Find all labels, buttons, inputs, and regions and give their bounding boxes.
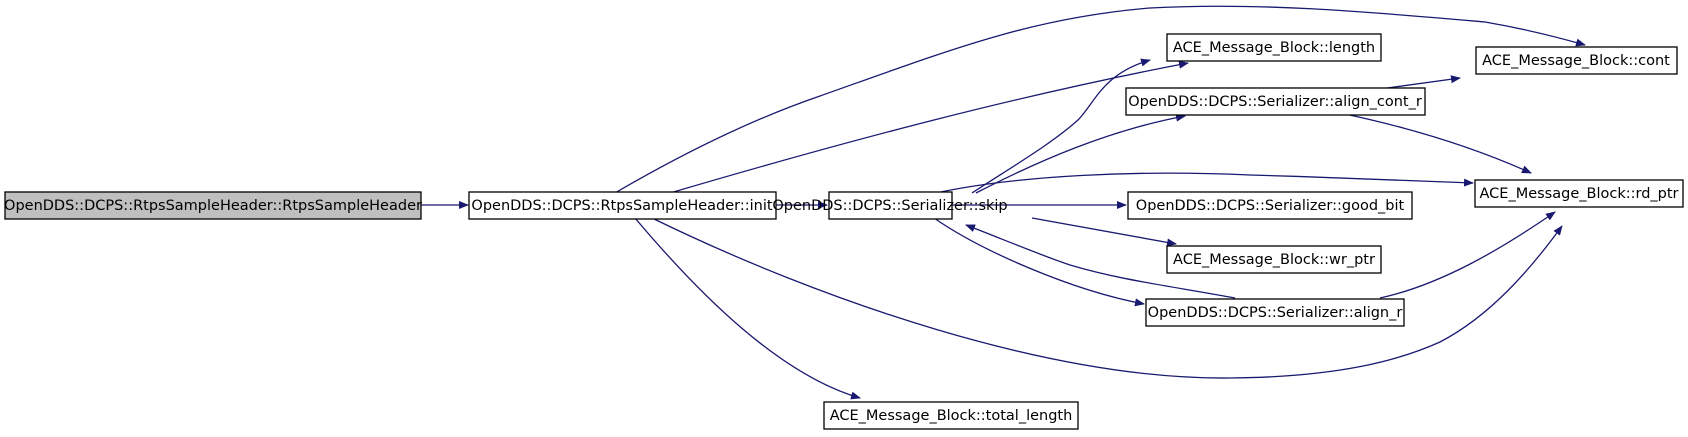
- node-skip-box[interactable]: [828, 191, 953, 220]
- node-root-box: [4, 191, 422, 220]
- node-align-r[interactable]: OpenDDS::DCPS::Serializer::align_r: [1145, 298, 1405, 327]
- edge-align-r-skip: [965, 224, 1236, 299]
- node-root: OpenDDS::DCPS::RtpsSampleHeader::RtpsSam…: [4, 191, 422, 220]
- edge-init-rd-ptr: [651, 217, 1563, 379]
- node-good-bit[interactable]: OpenDDS::DCPS::Serializer::good_bit: [1127, 191, 1413, 220]
- node-wr-ptr-label[interactable]: ACE_Message_Block::wr_ptr: [1173, 252, 1375, 268]
- node-align-cont-r[interactable]: OpenDDS::DCPS::Serializer::align_cont_r: [1125, 87, 1426, 116]
- node-init-label[interactable]: OpenDDS::DCPS::RtpsSampleHeader::init: [471, 198, 772, 214]
- node-total-length-box[interactable]: [823, 401, 1079, 430]
- node-rd-ptr-box[interactable]: [1474, 179, 1684, 208]
- node-rd-ptr[interactable]: ACE_Message_Block::rd_ptr: [1474, 179, 1684, 208]
- node-skip[interactable]: OpenDDS::DCPS::Serializer::skip: [772, 191, 1008, 220]
- node-length[interactable]: ACE_Message_Block::length: [1166, 33, 1382, 62]
- edge-align-cont-r-cont: [1379, 75, 1461, 90]
- node-skip-label[interactable]: OpenDDS::DCPS::Serializer::skip: [772, 198, 1007, 214]
- edge-init-total-length: [634, 217, 861, 400]
- node-align-cont-r-box[interactable]: [1125, 87, 1426, 116]
- node-cont-label[interactable]: ACE_Message_Block::cont: [1482, 53, 1670, 69]
- edge-align-cont-r-rd-ptr: [1344, 113, 1532, 174]
- edge-skip-length: [971, 58, 1151, 194]
- edge-skip-wr-ptr: [1031, 217, 1177, 247]
- node-wr-ptr-box[interactable]: [1166, 245, 1382, 274]
- node-align-cont-r-label[interactable]: OpenDDS::DCPS::Serializer::align_cont_r: [1128, 94, 1422, 110]
- node-cont[interactable]: ACE_Message_Block::cont: [1475, 46, 1678, 75]
- node-align-r-box[interactable]: [1145, 298, 1405, 327]
- node-root-label: OpenDDS::DCPS::RtpsSampleHeader::RtpsSam…: [4, 198, 422, 214]
- node-good-bit-label[interactable]: OpenDDS::DCPS::Serializer::good_bit: [1136, 198, 1405, 214]
- edge-init-length: [669, 60, 1189, 194]
- node-rd-ptr-label[interactable]: ACE_Message_Block::rd_ptr: [1480, 186, 1679, 202]
- edge-skip-align-r: [933, 217, 1145, 307]
- node-wr-ptr[interactable]: ACE_Message_Block::wr_ptr: [1166, 245, 1382, 274]
- node-total-length-label[interactable]: ACE_Message_Block::total_length: [830, 408, 1073, 424]
- node-length-box[interactable]: [1166, 33, 1382, 62]
- node-length-label[interactable]: ACE_Message_Block::length: [1173, 40, 1375, 56]
- node-init[interactable]: OpenDDS::DCPS::RtpsSampleHeader::init: [468, 191, 777, 220]
- edge-skip-align-cont-r: [975, 113, 1186, 194]
- node-total-length[interactable]: ACE_Message_Block::total_length: [823, 401, 1079, 430]
- edge-align-r-rd-ptr: [1379, 211, 1556, 299]
- node-init-box[interactable]: [468, 191, 777, 220]
- edge-skip-rd-ptr: [935, 172, 1474, 194]
- edges: [421, 5, 1586, 400]
- node-good-bit-box[interactable]: [1127, 191, 1413, 220]
- node-align-r-label[interactable]: OpenDDS::DCPS::Serializer::align_r: [1148, 305, 1403, 321]
- edge-init-cont: [614, 5, 1586, 194]
- node-cont-box[interactable]: [1475, 46, 1678, 75]
